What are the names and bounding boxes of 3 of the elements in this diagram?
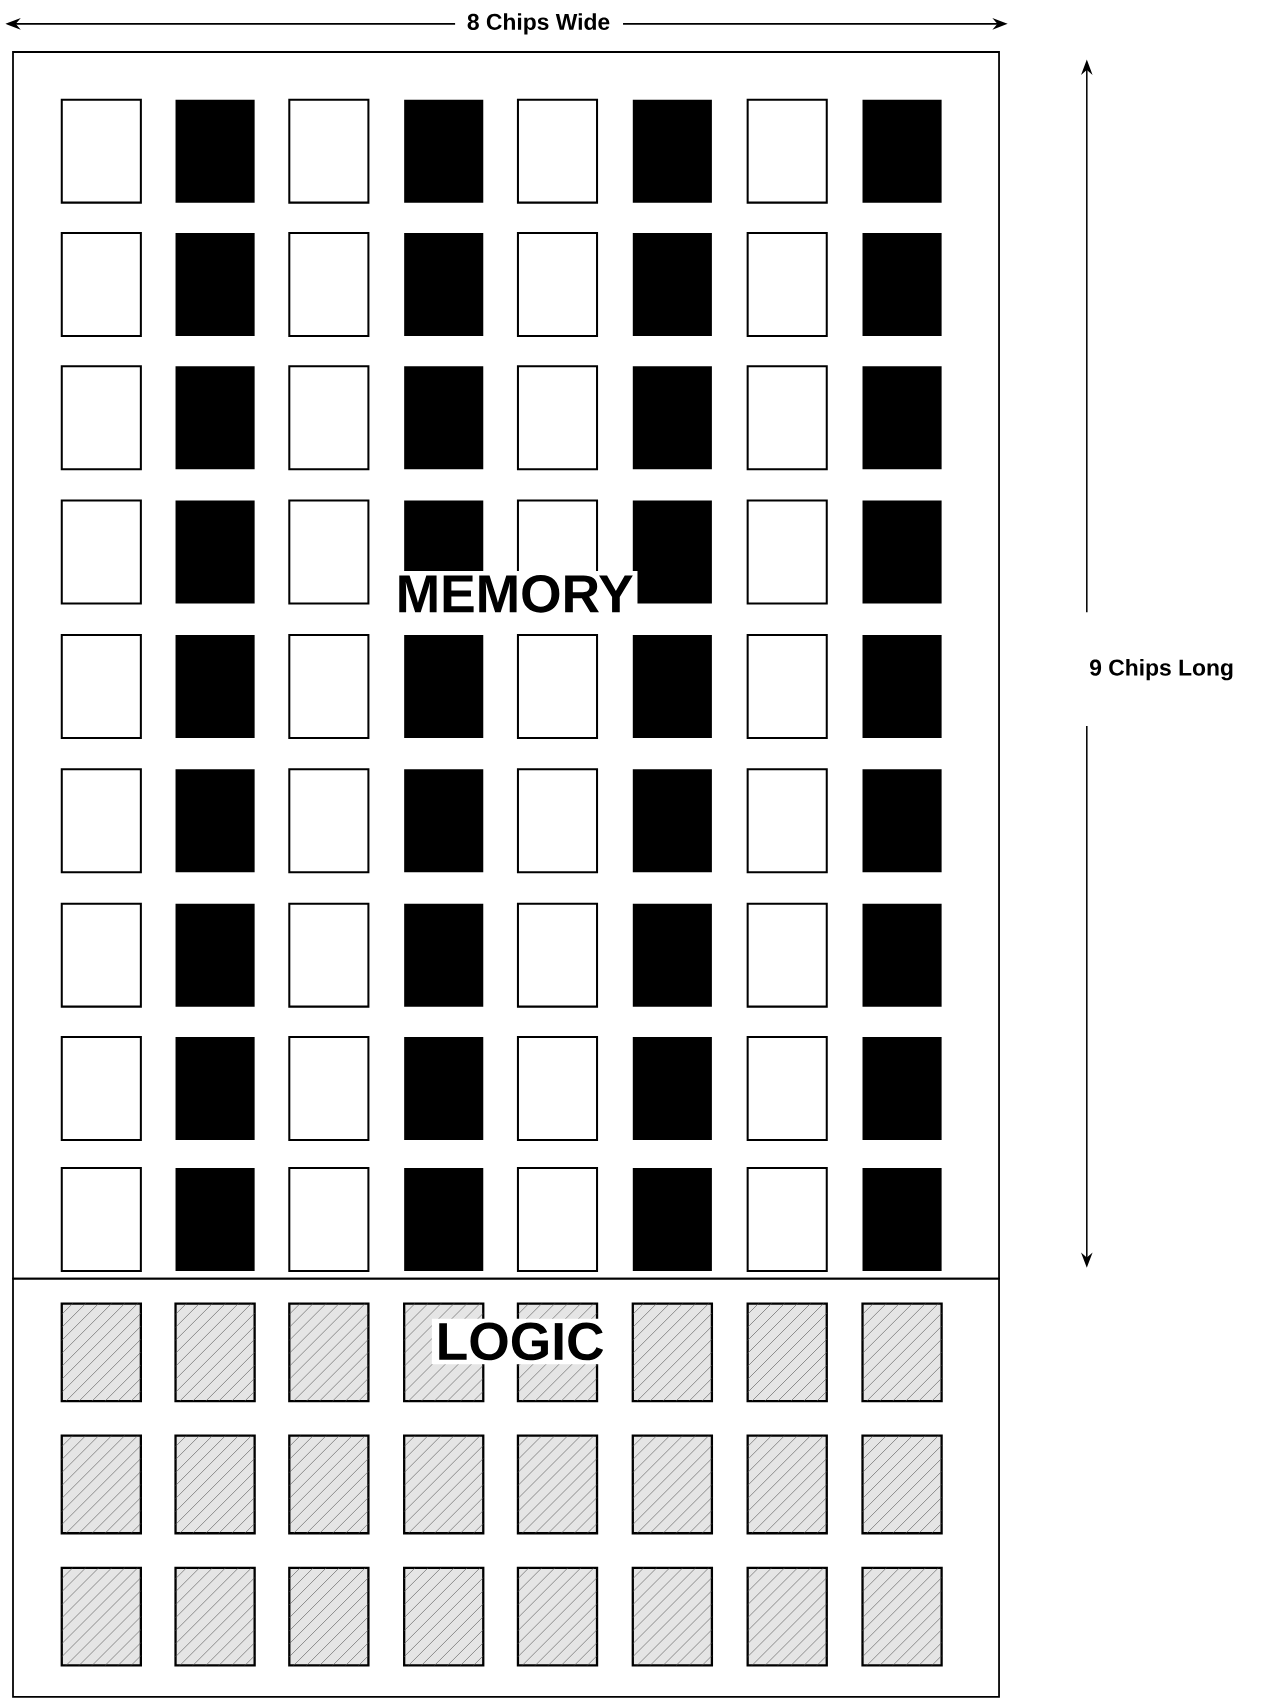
logic-section: LOGIC (11, 1277, 1000, 1698)
memory-section: MEMORY (11, 51, 1000, 1280)
dimension-label: 9 Chips Long (1089, 658, 1233, 681)
